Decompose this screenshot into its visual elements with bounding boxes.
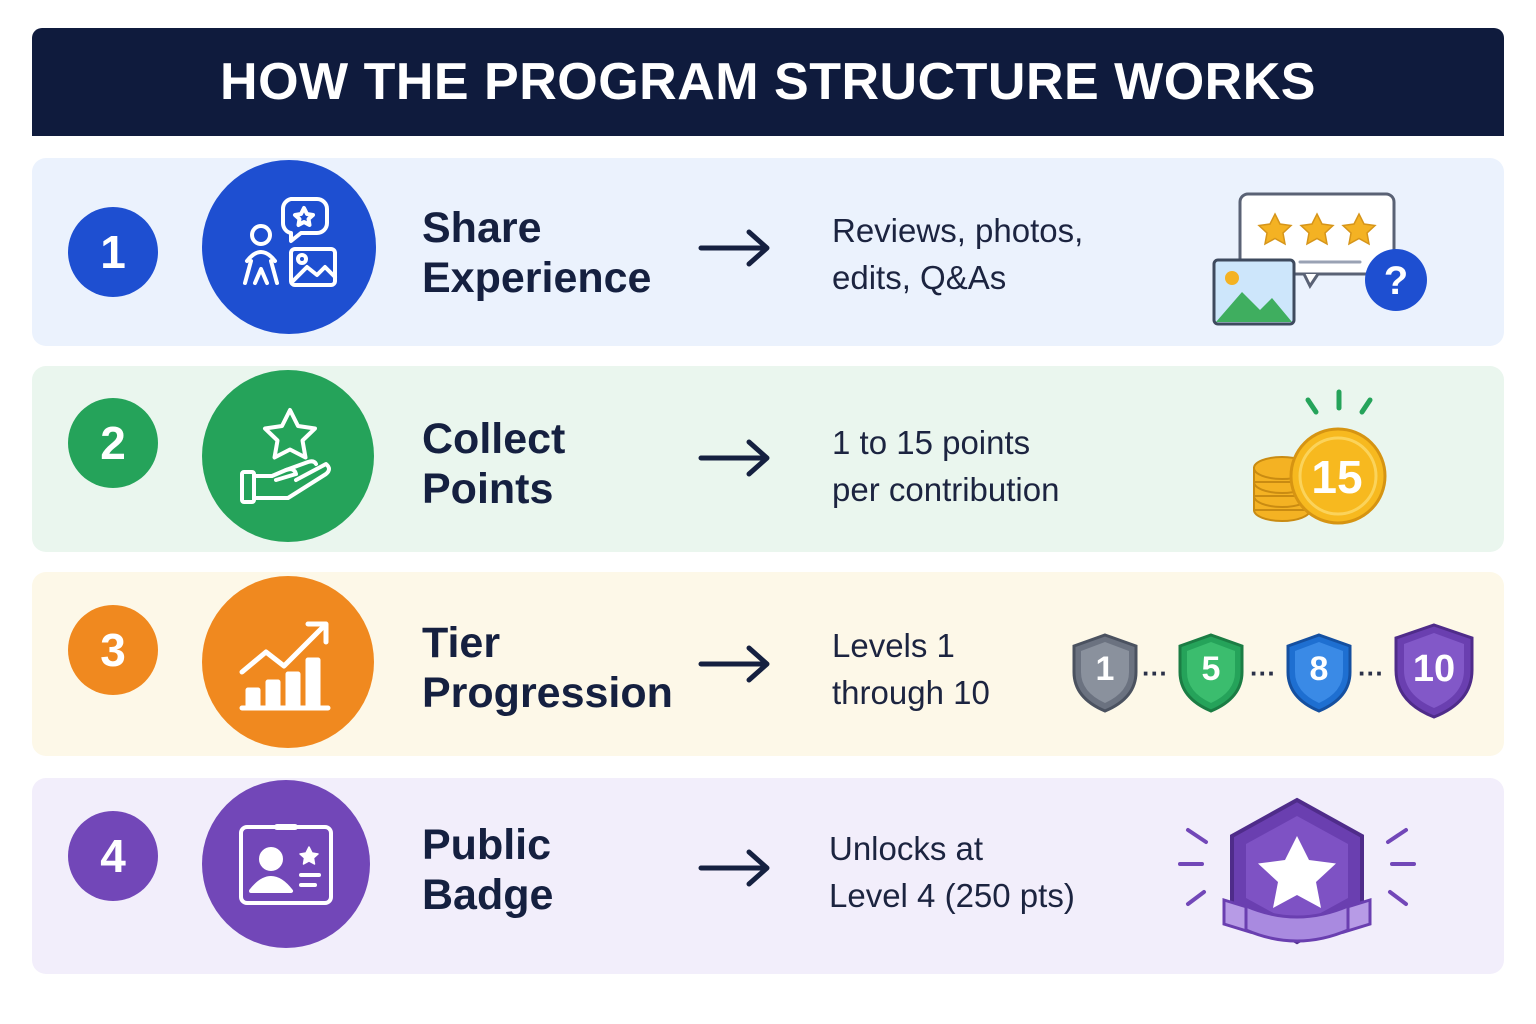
step-number-2: 2 <box>68 398 158 488</box>
step-title-2-line2: Points <box>422 465 554 513</box>
arrow-right-icon <box>698 229 770 267</box>
step-title-4-line2: Badge <box>422 871 554 919</box>
svg-text:?: ? <box>1384 259 1408 303</box>
step-desc-4: Unlocks at Level 4 (250 pts) <box>829 825 1075 919</box>
step-title-3-line1: Tier <box>422 619 501 667</box>
step-number-3: 3 <box>68 605 158 695</box>
shield-label-8: 8 <box>1309 650 1329 688</box>
step-desc-3-line1: Levels 1 <box>832 627 955 664</box>
star-badge-icon <box>1178 797 1416 945</box>
ellipsis-icon: ··· <box>1250 658 1276 688</box>
step-desc-3-line2: through 10 <box>832 674 990 711</box>
header-banner: HOW THE PROGRAM STRUCTURE WORKS <box>32 28 1504 136</box>
step-row-3: 3 Tier Progression Levels 1 through 10 1… <box>32 572 1504 756</box>
step-desc-2-line2: per contribution <box>832 471 1060 508</box>
share-experience-icon <box>202 160 376 334</box>
shield-label-1: 1 <box>1095 650 1115 688</box>
step-title-4: Public Badge <box>422 820 553 920</box>
step-desc-2-line1: 1 to 15 points <box>832 424 1031 461</box>
shield-icon-level-10 <box>1394 623 1474 719</box>
step-desc-1-line1: Reviews, photos, <box>832 212 1084 249</box>
review-photo-question-illustration: ? <box>1212 192 1427 326</box>
id-card-icon <box>202 780 370 948</box>
growth-chart-icon <box>202 576 374 748</box>
step-desc-2: 1 to 15 points per contribution <box>832 419 1059 513</box>
hand-star-icon <box>202 370 374 542</box>
shield-icon-level-5 <box>1178 633 1244 713</box>
step-desc-4-line1: Unlocks at <box>829 830 984 867</box>
page-title: HOW THE PROGRAM STRUCTURE WORKS <box>220 53 1316 111</box>
shield-icon-level-8 <box>1286 633 1352 713</box>
step-title-1: Share Experience <box>422 203 651 303</box>
coin-stack-icon <box>1253 389 1387 525</box>
step-number-1: 1 <box>68 207 158 297</box>
step-title-2-line1: Collect <box>422 415 566 463</box>
step-desc-3: Levels 1 through 10 <box>832 622 990 716</box>
coin-value: 15 <box>1311 451 1363 503</box>
shield-label-10: 10 <box>1412 648 1456 690</box>
step-title-3: Tier Progression <box>422 618 673 718</box>
shield-icon-level-1 <box>1072 633 1138 713</box>
ellipsis-icon: ··· <box>1358 658 1384 688</box>
arrow-right-icon <box>698 645 770 683</box>
arrow-right-icon <box>698 439 770 477</box>
step-title-2: Collect Points <box>422 414 565 514</box>
shield-label-5: 5 <box>1201 650 1221 688</box>
step-desc-4-line2: Level 4 (250 pts) <box>829 877 1075 914</box>
step-title-1-line2: Experience <box>422 254 652 302</box>
step-title-1-line1: Share <box>422 204 542 252</box>
step-number-4: 4 <box>68 811 158 901</box>
step-title-4-line1: Public <box>422 821 552 869</box>
step-title-3-line2: Progression <box>422 669 673 717</box>
step-row-2: 2 Collect Points 1 to 15 points per cont… <box>32 366 1504 552</box>
step-row-4: 4 Public Badge Unlocks at Level 4 (250 p… <box>32 778 1504 974</box>
ellipsis-icon: ··· <box>1142 658 1168 688</box>
step-desc-1-line2: edits, Q&As <box>832 259 1007 296</box>
step-desc-1: Reviews, photos, edits, Q&As <box>832 207 1083 301</box>
step-row-1: 1 Share Experience Reviews, photos, edit… <box>32 158 1504 346</box>
arrow-right-icon <box>698 849 770 887</box>
